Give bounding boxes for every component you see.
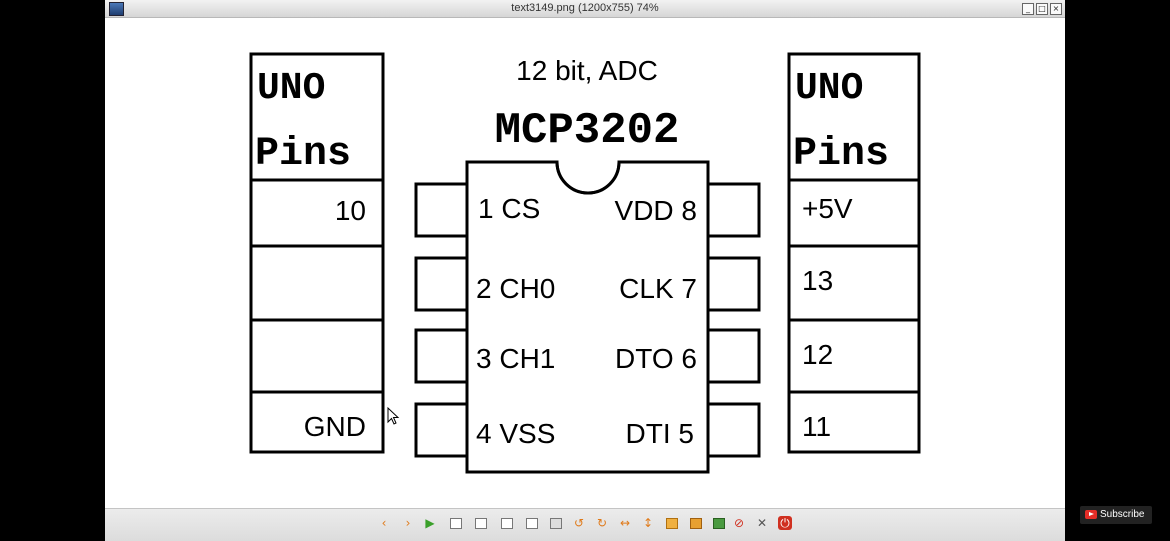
window-title: text3149.png (1200x755) 74% [511,2,659,14]
flip-vertical-icon[interactable]: ↕ [642,516,654,530]
left-uno-table [249,52,385,454]
exit-icon[interactable]: ⏻ [778,516,792,530]
chip-left-label: 4 VSS [476,418,555,449]
right-pin-value: +5V [802,193,853,224]
chip-pin-3 [414,328,469,384]
flip-horizontal-icon[interactable]: ↔ [619,516,631,530]
chip-pin-2 [414,256,469,312]
chip-left-label: 3 CH1 [476,343,555,374]
app-icon[interactable] [109,2,124,16]
chip-pin-8 [706,182,761,238]
open-icon[interactable] [666,518,678,529]
right-uno-table [787,52,921,454]
next-icon[interactable]: › [405,516,411,530]
play-icon[interactable]: ▶ [425,516,435,530]
title-bar: text3149.png (1200x755) 74% _ □ × [105,0,1065,18]
mouse-cursor-icon [387,406,400,425]
image-viewer-window: text3149.png (1200x755) 74% _ □ × [105,0,1065,541]
zoom-in-icon[interactable] [475,518,487,529]
pinout-diagram: UNO Pins UNO Pins MCP3202 12 bit, ADC 10… [249,52,921,474]
chip-right-label: DTI 5 [626,418,694,449]
right-header-line1: UNO [795,67,863,110]
left-pin-value: 10 [335,195,366,226]
chip-notch [555,161,621,195]
close-button[interactable]: × [1050,3,1062,15]
left-pin-value: GND [304,411,366,442]
chip-left-label: 2 CH0 [476,273,555,304]
chip-right-label: VDD 8 [615,195,697,226]
left-header-line1: UNO [257,67,325,110]
chip-pin-7 [706,256,761,312]
viewer-toolbar: ‹ › ▶ ↺ ↻ ↔ ↕ ⊘ ✕ ⏻ [105,508,1065,541]
fit-icon[interactable] [450,518,462,529]
rotate-right-icon[interactable]: ↻ [596,516,608,530]
chip-name: MCP3202 [495,106,680,156]
chip-subtitle: 12 bit, ADC [516,55,658,86]
delete-icon[interactable]: ⊘ [733,516,745,530]
zoom-out-icon[interactable] [501,518,513,529]
tools-icon[interactable]: ✕ [756,516,768,530]
chip-pin-5 [706,402,761,458]
chip-pin-4 [414,402,469,458]
right-pin-value: 11 [802,411,831,442]
right-pin-value: 13 [802,265,833,296]
save-icon[interactable] [690,518,702,529]
chip-left-label: 1 CS [478,193,540,224]
subscribe-button[interactable]: Subscribe [1080,506,1152,524]
chip-right-label: CLK 7 [619,273,697,304]
chip-pin-1 [414,182,469,238]
left-header-line2: Pins [255,132,351,177]
image-icon[interactable] [713,518,725,529]
maximize-button[interactable]: □ [1036,3,1048,15]
minimize-button[interactable]: _ [1022,3,1034,15]
right-header-line2: Pins [793,132,889,177]
rotate-left-icon[interactable]: ↺ [573,516,585,530]
right-pin-value: 12 [802,339,833,370]
chip-pin-6 [706,328,761,384]
chip-right-label: DTO 6 [615,343,697,374]
fullscreen-icon[interactable] [550,518,562,529]
youtube-icon [1085,510,1097,519]
zoom-100-icon[interactable] [526,518,538,529]
prev-icon[interactable]: ‹ [381,516,387,530]
subscribe-label: Subscribe [1100,509,1145,520]
